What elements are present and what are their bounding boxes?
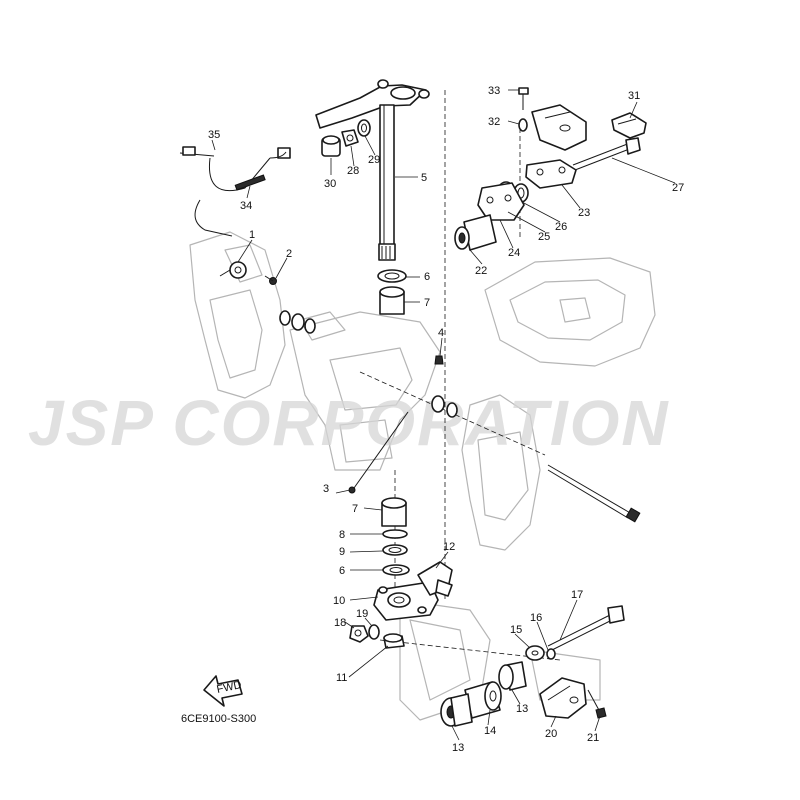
callout-5: 5 xyxy=(421,172,427,184)
callout-24: 24 xyxy=(508,247,520,259)
callout-1: 1 xyxy=(249,229,255,241)
swivel-bracket xyxy=(289,311,441,471)
callout-14: 14 xyxy=(484,725,496,737)
callout-13-upper: 13 xyxy=(516,703,528,715)
grease-nipple-4 xyxy=(434,355,444,365)
washer-6-lower xyxy=(382,564,410,576)
screw-3 xyxy=(348,411,409,494)
clamp-bracket-right xyxy=(461,394,541,551)
fwd-arrow: FWD xyxy=(203,675,243,707)
rubber-11 xyxy=(383,633,405,649)
callout-4: 4 xyxy=(438,327,444,339)
plate-24 xyxy=(477,182,525,221)
callout-labels: 35 34 1 2 3 4 5 6 6 7 7 8 9 10 11 12 13 … xyxy=(208,85,684,754)
callout-30: 30 xyxy=(324,178,336,190)
callout-23: 23 xyxy=(578,207,590,219)
callout-16: 16 xyxy=(530,612,542,624)
bolt-17 xyxy=(547,605,625,652)
bolt-33 xyxy=(518,87,529,110)
o-ring-8 xyxy=(382,529,408,539)
callout-27: 27 xyxy=(672,182,684,194)
callout-6-lower: 6 xyxy=(339,565,345,577)
mount-rubber-22 xyxy=(454,214,497,251)
callout-18: 18 xyxy=(334,617,346,629)
callout-17: 17 xyxy=(571,589,583,601)
washer-9 xyxy=(382,544,408,556)
washer-16 xyxy=(546,648,556,660)
mount-rubber-13-lower xyxy=(440,693,473,727)
callout-12: 12 xyxy=(443,541,455,553)
washer-29 xyxy=(357,119,371,137)
callout-3: 3 xyxy=(323,483,329,495)
callout-10: 10 xyxy=(333,595,345,607)
callout-7-upper: 7 xyxy=(424,297,430,309)
callout-32: 32 xyxy=(488,116,500,128)
washer-15 xyxy=(525,645,545,661)
callout-31: 31 xyxy=(628,90,640,102)
mount-cover-32 xyxy=(518,104,587,151)
callout-2: 2 xyxy=(286,248,292,260)
clamp-bracket-left xyxy=(189,231,286,399)
bolt-21 xyxy=(587,689,607,719)
diagram-code: 6CE9100-S300 xyxy=(181,713,256,725)
bolt-27 xyxy=(572,137,641,171)
callout-7-lower: 7 xyxy=(352,503,358,515)
callout-20: 20 xyxy=(545,728,557,740)
wire-harness xyxy=(179,146,291,237)
bottom-cowling-bracket xyxy=(484,257,656,367)
callout-25: 25 xyxy=(538,231,550,243)
washer-19 xyxy=(368,624,380,640)
pivot-bushings-left xyxy=(279,310,316,334)
bracket-12 xyxy=(417,561,453,597)
nut-30 xyxy=(321,135,341,157)
pivot-bushings-right xyxy=(431,395,458,418)
callout-33: 33 xyxy=(488,85,500,97)
steering-yoke-10 xyxy=(373,581,439,621)
callout-6-upper: 6 xyxy=(424,271,430,283)
washer-23 xyxy=(525,159,577,189)
bushing-7-lower xyxy=(381,497,407,527)
trim-sensor xyxy=(219,261,247,279)
tilt-bolt xyxy=(547,464,641,523)
nut-28 xyxy=(341,129,359,147)
fwd-arrow-label: FWD xyxy=(216,679,243,696)
mount-rubber-13-upper xyxy=(498,661,527,691)
cover-20 xyxy=(539,677,587,719)
callout-29: 29 xyxy=(368,154,380,166)
callout-21: 21 xyxy=(587,732,599,744)
callout-35: 35 xyxy=(208,129,220,141)
callout-26: 26 xyxy=(555,221,567,233)
callout-11: 11 xyxy=(336,672,347,684)
steering-shaft xyxy=(315,79,430,261)
screw-2 xyxy=(264,275,277,285)
watermark-text: JSP CORPORATION xyxy=(28,387,670,459)
callout-19: 19 xyxy=(356,608,368,620)
callout-15: 15 xyxy=(510,624,522,636)
leader-lines xyxy=(211,89,676,741)
callout-28: 28 xyxy=(347,165,359,177)
callout-34: 34 xyxy=(240,200,252,212)
callout-13-lower: 13 xyxy=(452,742,464,754)
washer-6-upper xyxy=(377,269,407,283)
bushing-7-upper xyxy=(379,286,405,315)
nut-18 xyxy=(349,625,369,643)
callout-8: 8 xyxy=(339,529,345,541)
callout-9: 9 xyxy=(339,546,345,558)
clip-31 xyxy=(611,112,647,139)
callout-22: 22 xyxy=(475,265,487,277)
